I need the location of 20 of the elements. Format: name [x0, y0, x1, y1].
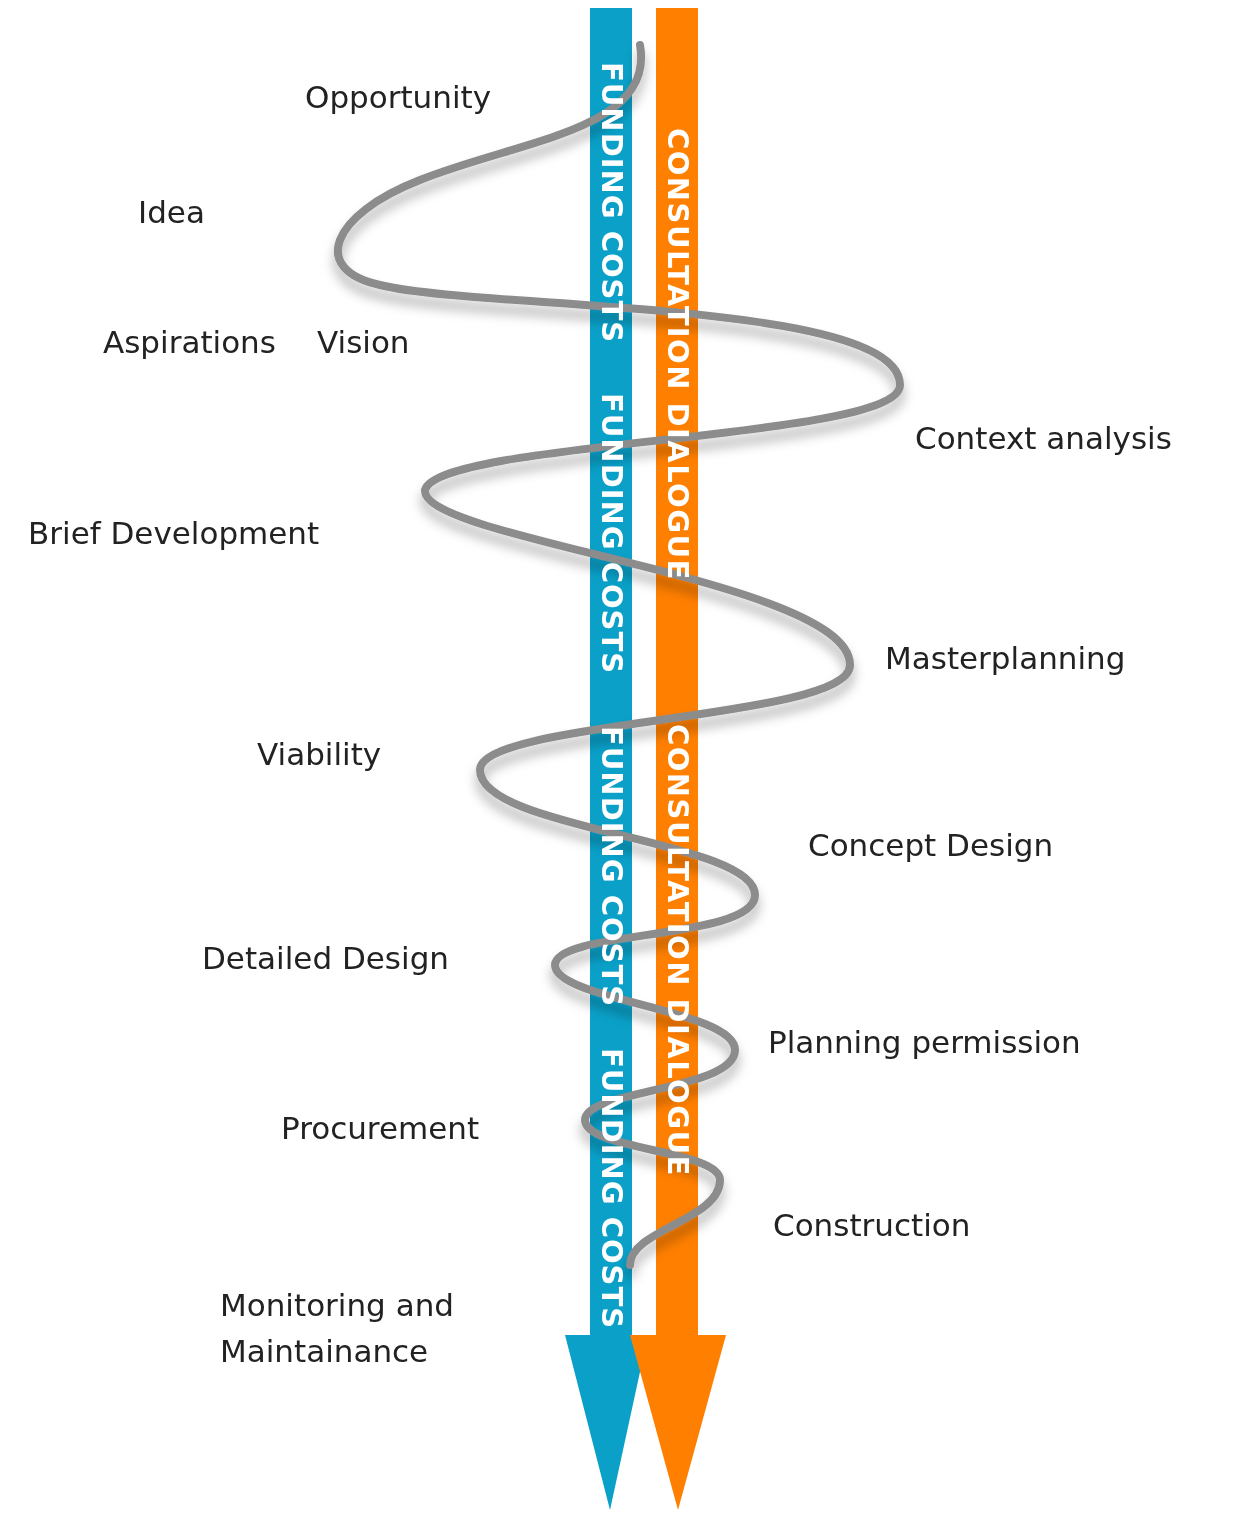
arrow-text: CONSULTATION DIALOGUE: [660, 128, 696, 581]
stage-label: Context analysis: [915, 419, 1172, 458]
arrow-text: FUNDING COSTS: [594, 62, 630, 344]
stage-label: Concept Design: [808, 826, 1054, 865]
stage-label: Opportunity: [305, 78, 492, 117]
stage-label: Masterplanning: [885, 639, 1126, 678]
arrow-text: FUNDING COSTS: [594, 726, 630, 1008]
stage-label: Detailed Design: [202, 939, 449, 978]
stage-label: Procurement: [281, 1109, 480, 1148]
stage-label: Monitoring and Maintainance: [220, 1286, 455, 1371]
stage-label: Construction: [773, 1206, 971, 1245]
arrow-text: CONSULTATION DIALOGUE: [660, 724, 696, 1177]
arrow-text: FUNDING COSTS: [594, 393, 630, 675]
stage-label: Vision: [317, 323, 410, 362]
stage-label: Aspirations: [103, 323, 276, 362]
stage-label: Brief Development: [28, 514, 320, 553]
arrow-text: FUNDING COSTS: [594, 1048, 630, 1330]
stage-label: Idea: [138, 193, 205, 232]
stage-label: Planning permission: [768, 1023, 1081, 1062]
stage-label: Viability: [257, 735, 382, 774]
